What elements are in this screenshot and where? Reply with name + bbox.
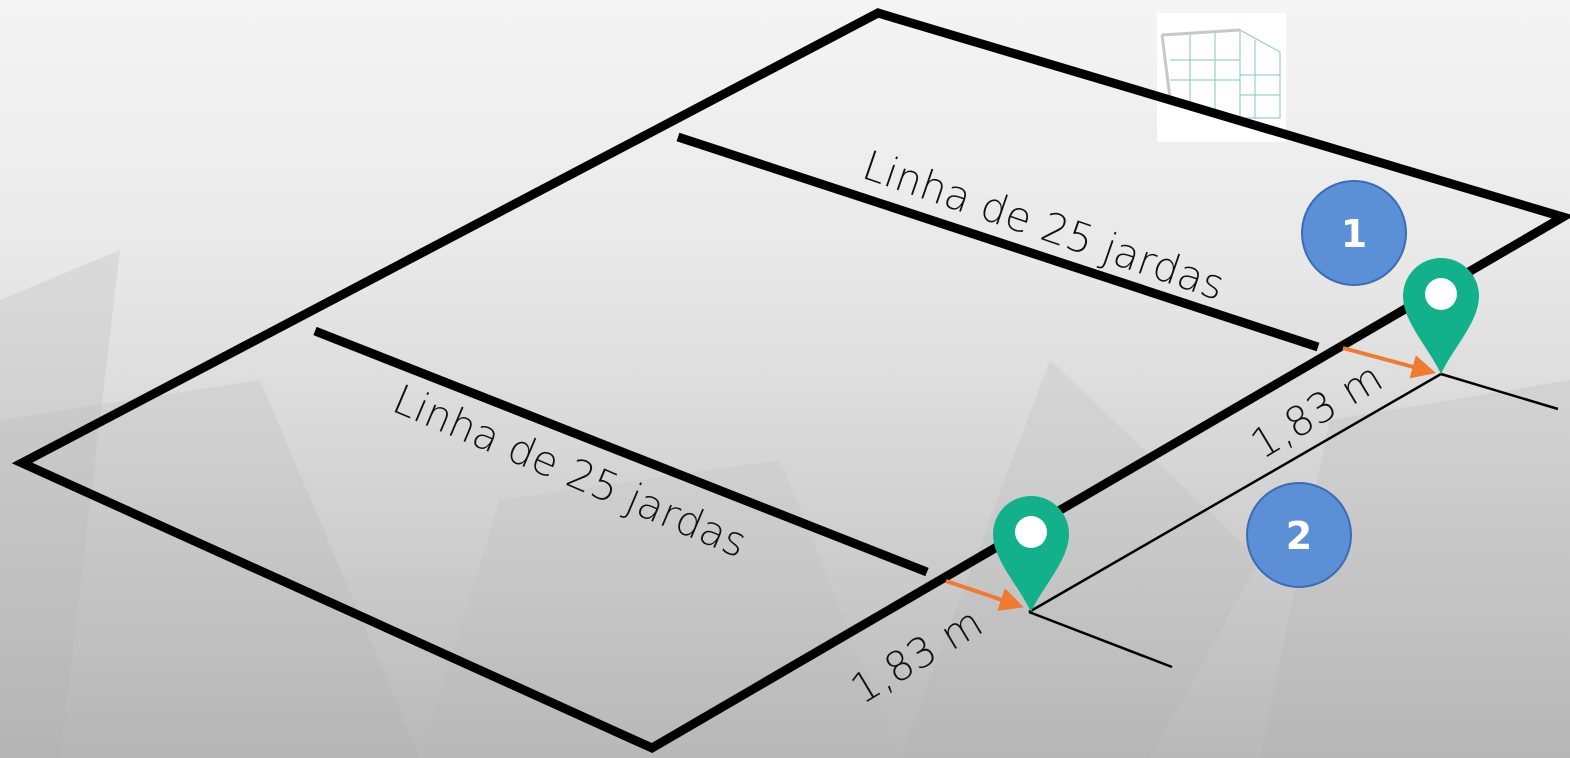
arrow-lower: [945, 579, 1024, 611]
arrow-upper: [1342, 346, 1436, 379]
goal-net-icon: [1157, 13, 1286, 142]
badge-1-number: 1: [1341, 212, 1367, 256]
25-yard-line-upper: [676, 132, 1320, 352]
badge-1: 1: [1301, 180, 1407, 286]
badge-2-number: 2: [1286, 514, 1312, 558]
measurement-lines: [1028, 372, 1559, 669]
map-pin-icon: [993, 496, 1069, 612]
map-pin-icon: [1403, 258, 1479, 374]
field-outline: [11, 8, 1570, 754]
offset-arrows: [945, 346, 1436, 611]
badge-2: 2: [1246, 482, 1352, 588]
25-yard-line-lower: [313, 326, 929, 577]
